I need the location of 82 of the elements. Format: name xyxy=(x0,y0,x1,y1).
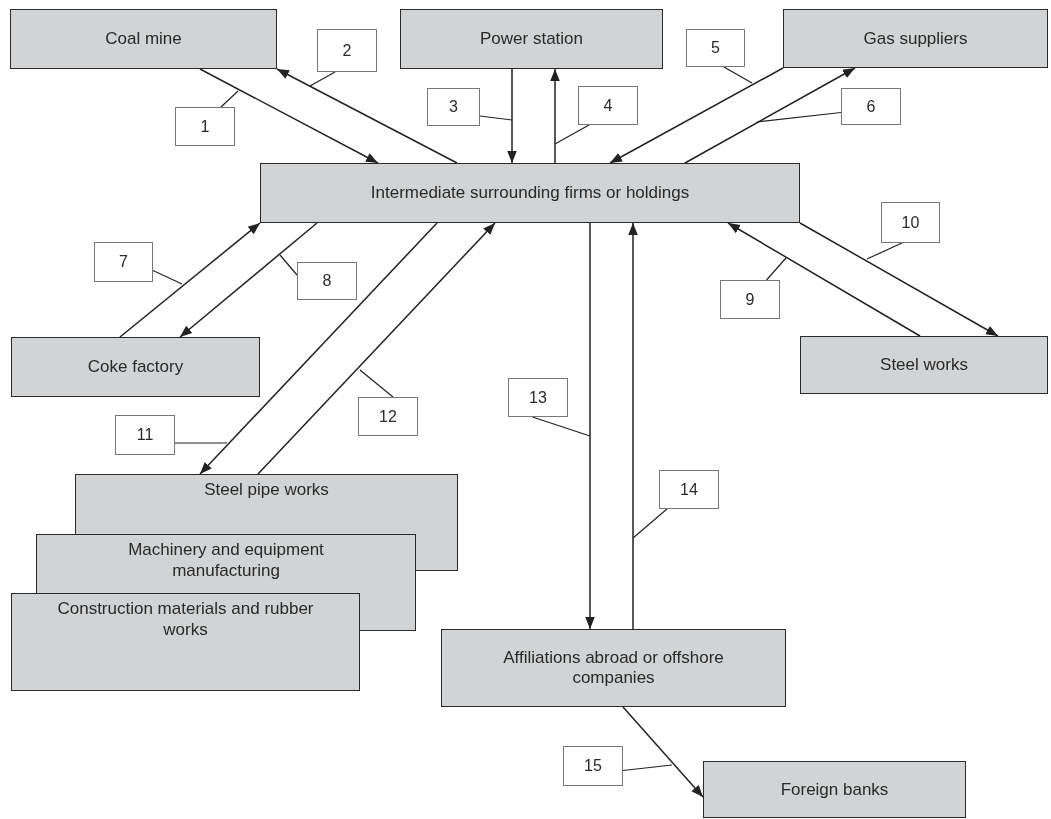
leader-line xyxy=(866,242,903,260)
leader-line xyxy=(220,90,239,108)
arrow xyxy=(585,222,595,630)
arrow xyxy=(199,222,438,475)
process-box xyxy=(400,9,663,69)
callout-number: 6 xyxy=(866,97,876,116)
box-label: Affiliations abroad or offshore companies xyxy=(502,648,725,688)
process-box xyxy=(10,9,277,69)
process-box xyxy=(703,761,966,818)
arrow xyxy=(276,68,458,164)
callout-number: 9 xyxy=(745,290,755,309)
arrow xyxy=(609,67,784,164)
callout-box xyxy=(317,29,377,72)
process-box xyxy=(260,163,800,223)
leader-line xyxy=(765,257,787,281)
leader-line xyxy=(479,115,513,121)
arrow xyxy=(179,222,318,338)
callout-number: 3 xyxy=(449,98,458,116)
leader-line xyxy=(531,416,591,437)
arrow xyxy=(628,222,638,630)
callout-number: 11 xyxy=(136,426,154,444)
callout-box xyxy=(659,470,719,509)
callout-number: 12 xyxy=(379,407,397,426)
callout-number: 4 xyxy=(603,96,613,115)
leader-line xyxy=(279,254,298,276)
callout-box xyxy=(881,202,940,243)
arrow xyxy=(727,222,921,337)
callout-box xyxy=(94,242,153,282)
box-label: Steel pipe works xyxy=(204,479,329,501)
callout-number: 5 xyxy=(711,39,720,57)
leader-line xyxy=(723,66,753,84)
leader-line xyxy=(756,111,842,123)
callout-number: 1 xyxy=(200,117,210,136)
arrow xyxy=(199,68,379,164)
callout-box xyxy=(508,378,568,417)
process-box xyxy=(800,336,1048,394)
box-label: Foreign banks xyxy=(780,779,889,800)
callout-number: 14 xyxy=(680,480,698,499)
box-label: Machinery and equipment manufacturing xyxy=(127,539,325,582)
leader-line xyxy=(622,764,673,772)
callout-box xyxy=(358,397,418,436)
leader-line xyxy=(359,369,394,398)
callout-box xyxy=(427,88,480,126)
callout-box xyxy=(578,86,638,125)
box-label: Power station xyxy=(480,29,583,49)
callout-number: 15 xyxy=(584,757,602,775)
box-label: Intermediate surrounding firms or holdings xyxy=(370,183,690,203)
callout-box xyxy=(175,107,235,146)
callout-number: 2 xyxy=(342,41,352,60)
leader-line xyxy=(554,124,590,145)
arrow xyxy=(799,222,999,337)
leader-line xyxy=(174,442,228,444)
box-label: Steel works xyxy=(880,355,968,375)
callout-number: 8 xyxy=(322,272,332,290)
process-box xyxy=(75,474,458,534)
process-box xyxy=(36,534,416,593)
box-label: Coke factory xyxy=(87,357,184,377)
arrow xyxy=(622,706,704,798)
callout-number: 7 xyxy=(119,253,128,271)
process-box xyxy=(11,593,360,691)
arrow xyxy=(684,67,856,164)
callout-box xyxy=(297,262,357,300)
process-box xyxy=(11,337,260,397)
arrow xyxy=(257,222,496,475)
callout-number: 13 xyxy=(529,388,547,407)
leader-line xyxy=(309,71,336,87)
box-label: Coal mine xyxy=(105,29,182,49)
callout-number: 10 xyxy=(901,213,920,232)
leader-line xyxy=(152,269,183,285)
callout-box xyxy=(563,746,623,786)
callout-box xyxy=(115,415,175,455)
process-box xyxy=(441,629,786,707)
box-label: Construction materials and rubber works xyxy=(56,598,315,641)
callout-box xyxy=(841,88,901,125)
arrow xyxy=(550,68,560,164)
arrow xyxy=(119,222,261,338)
process-box xyxy=(783,9,1048,68)
callout-box xyxy=(686,29,745,67)
leader-line xyxy=(632,508,668,539)
callout-box xyxy=(720,280,780,319)
box-label: Gas suppliers xyxy=(863,28,968,49)
arrow xyxy=(507,68,517,164)
